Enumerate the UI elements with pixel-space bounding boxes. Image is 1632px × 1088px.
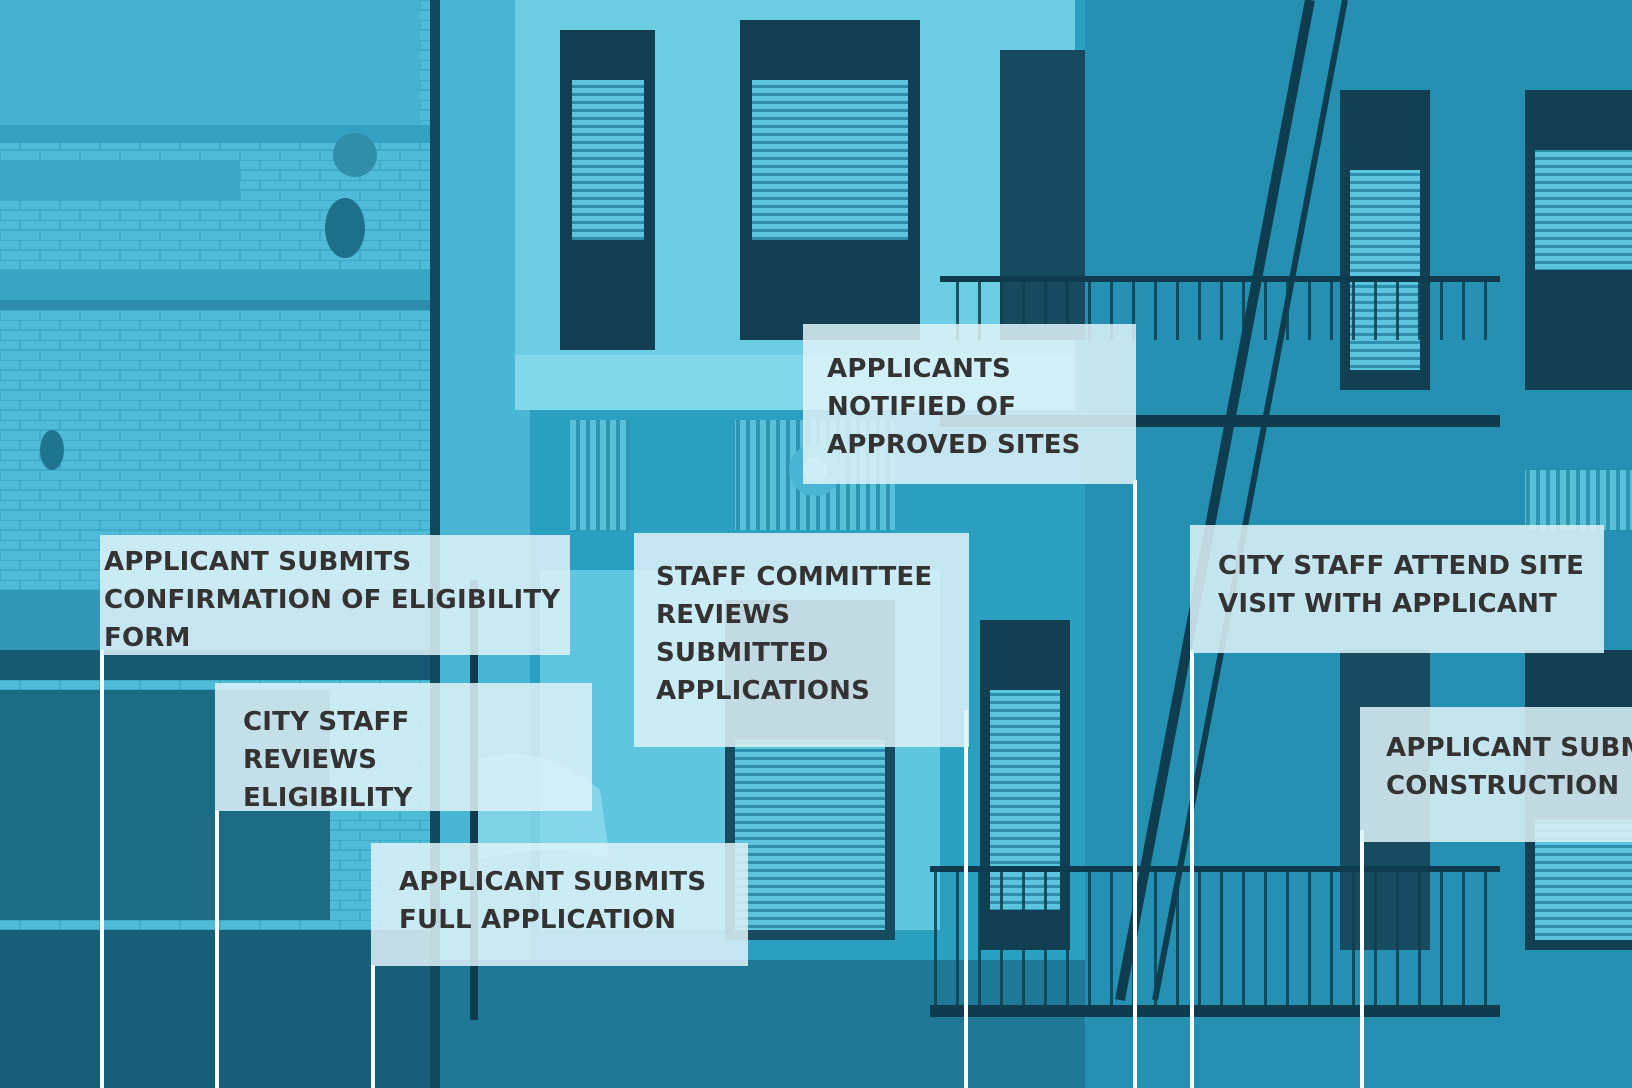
connector-line-eligibility-review xyxy=(215,810,219,1088)
connector-line-site-visit xyxy=(1190,650,1194,1088)
step-label-construction: APPLICANT SUBMITS CONSTRUCTION xyxy=(1360,707,1632,842)
step-label-site-visit: CITY STAFF ATTEND SITE VISIT WITH APPLIC… xyxy=(1190,525,1604,653)
step-text-eligibility-review: CITY STAFF REVIEWS ELIGIBILITY xyxy=(243,707,413,811)
step-label-full-application: APPLICANT SUBMITS FULL APPLICATION xyxy=(371,843,748,966)
connector-line-committee-review xyxy=(964,710,968,1088)
step-label-notified: APPLICANTS NOTIFIED OF APPROVED SITES xyxy=(803,324,1136,484)
step-text-site-visit: CITY STAFF ATTEND SITE VISIT WITH APPLIC… xyxy=(1218,551,1585,619)
step-text-construction: APPLICANT SUBMITS CONSTRUCTION xyxy=(1386,733,1632,801)
step-text-confirmation: APPLICANT SUBMITS CONFIRMATION OF ELIGIB… xyxy=(104,547,561,653)
connector-line-full-application xyxy=(371,965,375,1088)
connector-line-construction xyxy=(1360,830,1364,1088)
connector-line-confirmation xyxy=(100,650,104,1088)
step-label-confirmation: APPLICANT SUBMITS CONFIRMATION OF ELIGIB… xyxy=(100,535,570,655)
step-label-committee-review: STAFF COMMITTEE REVIEWS SUBMITTED APPLIC… xyxy=(634,533,969,747)
step-label-eligibility-review: CITY STAFF REVIEWS ELIGIBILITY xyxy=(215,683,592,811)
step-text-committee-review: STAFF COMMITTEE REVIEWS SUBMITTED APPLIC… xyxy=(656,562,933,706)
connector-line-notified xyxy=(1133,480,1137,1088)
step-text-notified: APPLICANTS NOTIFIED OF APPROVED SITES xyxy=(827,354,1081,460)
step-text-full-application: APPLICANT SUBMITS FULL APPLICATION xyxy=(399,867,707,935)
